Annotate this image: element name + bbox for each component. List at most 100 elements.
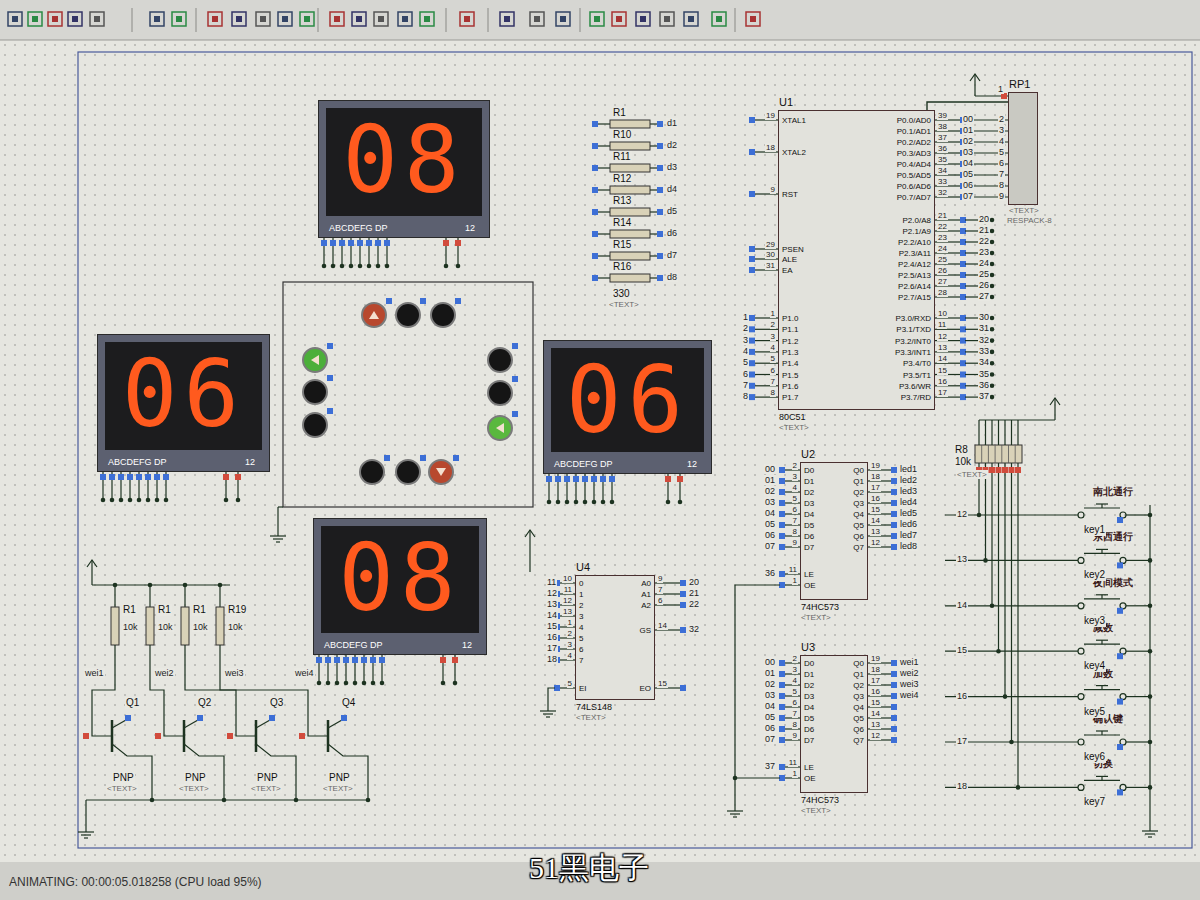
pin-number: 3: [567, 640, 573, 649]
pin-number: 7: [998, 169, 1005, 179]
ground-symbol: [733, 816, 737, 817]
part-value: 10k: [954, 456, 972, 468]
toolbar-icon: [90, 12, 104, 26]
pin-number: 29: [765, 240, 776, 249]
pin-marker: [223, 474, 229, 480]
part-reference: R8: [954, 444, 969, 456]
toolbar-icon: [556, 12, 570, 26]
pin-marker: [779, 533, 785, 539]
segment-pin-names: ABCDEFG DP: [108, 458, 167, 467]
pin-number: 3: [770, 332, 776, 341]
ground-symbol: [84, 837, 88, 838]
net-label: 12: [546, 588, 558, 598]
pin-name: OE: [804, 581, 816, 590]
junction-dot: [119, 498, 124, 503]
resistor-divider: [988, 445, 989, 463]
net-label: d7: [666, 250, 678, 260]
toolbar-icon: [278, 12, 292, 26]
pin-marker: [891, 478, 897, 484]
net-label: 18: [956, 781, 968, 791]
pin-number: 3: [792, 665, 798, 674]
toolbar-icon: [334, 16, 340, 22]
toolbar-icon: [300, 12, 314, 26]
wire: [150, 645, 184, 736]
pin-number: 5: [792, 687, 798, 696]
placeholder-text: <TEXT>: [801, 613, 831, 623]
pin-number: 10: [562, 574, 573, 583]
digit-pin-names: 12: [245, 458, 255, 467]
pin-marker: [891, 467, 897, 473]
net-label: wei4: [294, 668, 315, 678]
toolbar-icon: [684, 12, 698, 26]
pin-number: 14: [657, 621, 668, 630]
chip-part-number: 80C51: [779, 412, 806, 422]
pin-number: 21: [937, 211, 948, 220]
pin-number: 17: [870, 483, 881, 492]
pin-marker: [379, 657, 385, 663]
pin-marker: [749, 360, 755, 366]
junction-dot: [678, 500, 683, 505]
wire: [998, 463, 999, 651]
power-wire: [974, 74, 975, 96]
part-value: 10k: [122, 622, 139, 632]
pin-number: 17: [870, 676, 881, 685]
part-reference: R12: [612, 173, 632, 185]
pin-name: Q0: [853, 466, 864, 475]
pin-name: P0.3/AD3: [897, 149, 931, 158]
net-label: led8: [899, 541, 918, 551]
wire: [735, 777, 780, 778]
part-reference: Q4: [341, 697, 356, 709]
pin-number: 9: [792, 731, 798, 740]
transistor-symbol: [184, 720, 198, 728]
pin-marker: [343, 657, 349, 663]
net-label: 20: [688, 577, 700, 587]
resistor-divider: [1008, 445, 1009, 463]
net-label: 36: [978, 380, 990, 390]
placeholder-text: <TEXT>: [322, 784, 354, 793]
seven-segment-display: 08ABCDEFG DP12: [313, 518, 487, 655]
toolbar-icon: [154, 16, 160, 22]
pin-name: PSEN: [782, 245, 804, 254]
junction-dot: [556, 500, 561, 505]
pin-marker: [299, 733, 305, 739]
toolbar-icon: [504, 16, 510, 22]
net-label: 1: [742, 312, 749, 322]
pin-marker: [321, 240, 327, 246]
pin-marker: [512, 411, 518, 417]
pin-marker: [327, 408, 333, 414]
pin-name: D7: [804, 736, 814, 745]
net-label: 02: [764, 679, 776, 689]
pin-marker: [657, 231, 663, 237]
toolbar-icon: [176, 16, 182, 22]
pin-marker: [779, 764, 785, 770]
transistor-symbol: [111, 720, 114, 752]
ground-symbol: [1148, 836, 1152, 837]
pin-name: P1.7: [782, 393, 798, 402]
junction-dot: [592, 500, 597, 505]
junction-dot: [990, 350, 995, 355]
toolbar-icon: [48, 12, 62, 26]
net-label: 00: [764, 464, 776, 474]
net-label: 24: [978, 258, 990, 268]
pin-number: 36: [937, 144, 948, 153]
toolbar-icon: [560, 16, 566, 22]
wire: [991, 420, 992, 445]
toolbar-icon: [212, 16, 218, 22]
pin-marker: [1009, 467, 1015, 473]
net-label: 01: [764, 475, 776, 485]
net-label: 06: [962, 180, 974, 190]
seven-segment-display: 06ABCDEFG DP12: [97, 334, 270, 472]
net-label: 21: [978, 225, 990, 235]
wire: [1017, 463, 1018, 787]
part-reference: Q2: [197, 697, 212, 709]
wire: [1004, 420, 1005, 445]
pin-number: 14: [870, 709, 881, 718]
part-reference: key5: [1083, 706, 1106, 718]
junction-dot: [444, 264, 449, 269]
pin-name: LE: [804, 570, 814, 579]
pin-marker: [592, 209, 598, 215]
wire: [998, 420, 999, 445]
net-label: 07: [962, 191, 974, 201]
placeholder-text: <TEXT>: [178, 784, 210, 793]
placeholder-text: <TEXT>: [801, 806, 831, 816]
